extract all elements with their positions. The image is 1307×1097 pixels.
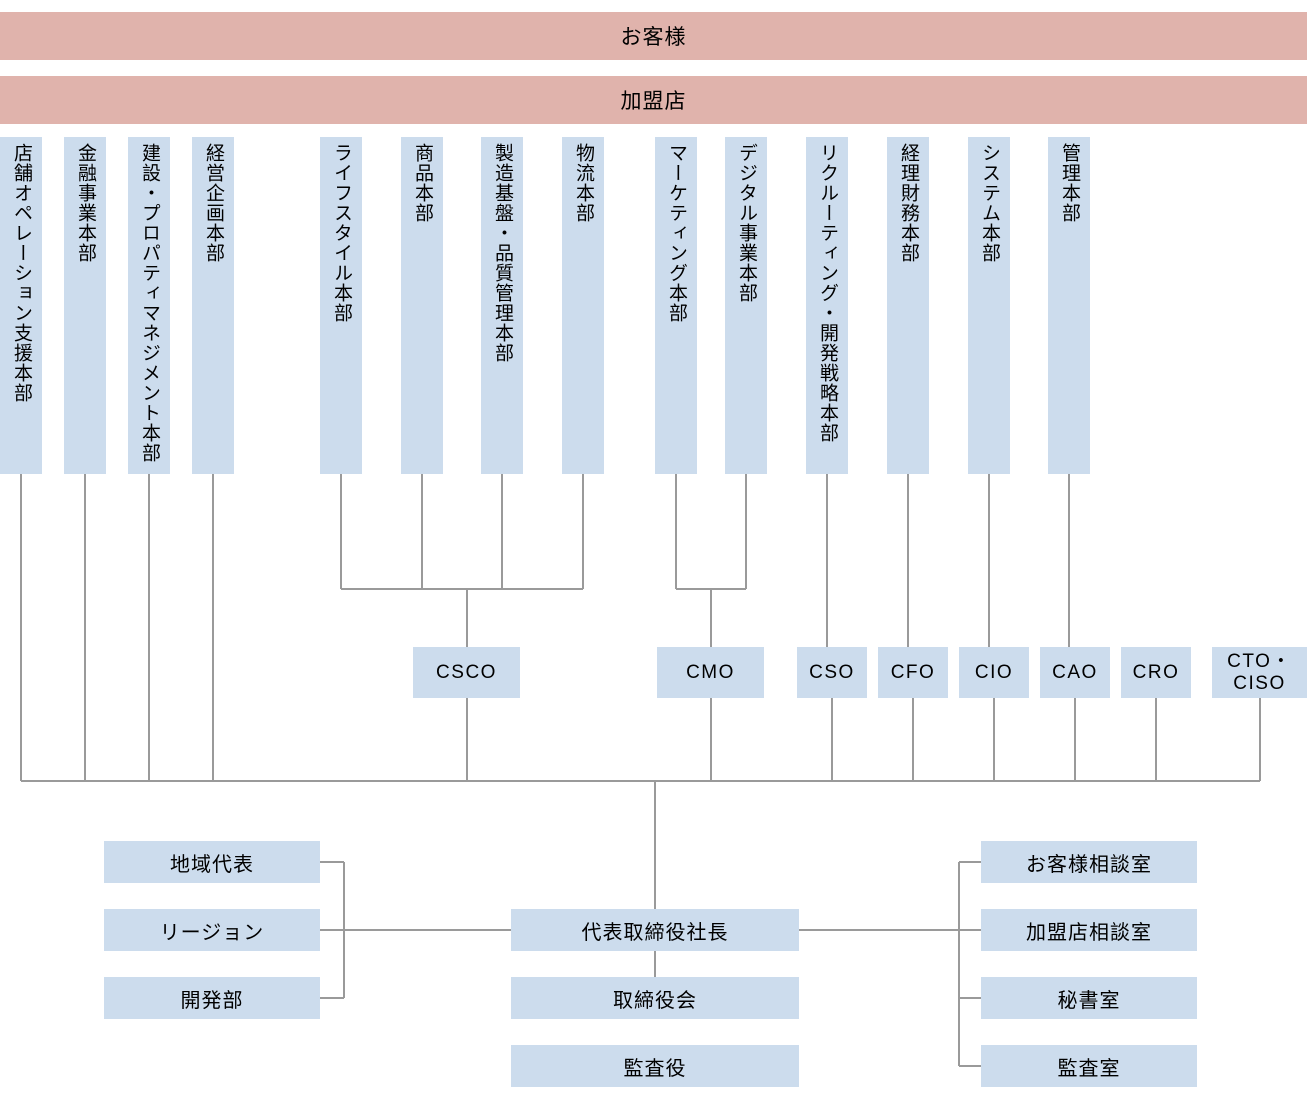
president-board-line <box>654 951 656 977</box>
officer-box[interactable]: CSCO <box>413 647 520 698</box>
division-column[interactable]: 製造基盤・品質管理本部 <box>481 137 523 474</box>
left-group-box[interactable]: 地域代表 <box>104 841 320 883</box>
left-group-branch <box>320 997 344 999</box>
division-column[interactable]: 物流本部 <box>562 137 604 474</box>
right-group-branch <box>959 1065 981 1067</box>
csco-branch-line <box>501 474 503 589</box>
division-officer-line <box>988 474 990 647</box>
division-officer-line <box>1068 474 1070 647</box>
officer-bus-line <box>1074 698 1076 781</box>
csco-drop-line <box>466 589 468 647</box>
officer-bus-line <box>912 698 914 781</box>
officer-box[interactable]: CAO <box>1040 647 1110 698</box>
officer-box[interactable]: CSO <box>797 647 867 698</box>
division-bus-line <box>212 474 214 781</box>
banner-franchise: 加盟店 <box>0 76 1307 124</box>
right-group-box[interactable]: 秘書室 <box>981 977 1197 1019</box>
division-column[interactable]: システム本部 <box>968 137 1010 474</box>
officer-bus-line <box>1155 698 1157 781</box>
officer-bus-line <box>993 698 995 781</box>
division-officer-line <box>907 474 909 647</box>
csco-branch-line <box>582 474 584 589</box>
right-group-branch <box>959 861 981 863</box>
division-column[interactable]: 建設・プロパティマネジメント本部 <box>128 137 170 474</box>
division-column[interactable]: マーケティング本部 <box>655 137 697 474</box>
officer-box[interactable]: CIO <box>959 647 1029 698</box>
left-group-box[interactable]: 開発部 <box>104 977 320 1019</box>
cmo-branch-line <box>675 474 677 589</box>
bus-president-line <box>654 781 656 909</box>
right-group-spine <box>958 862 960 1066</box>
right-group-box[interactable]: 監査室 <box>981 1045 1197 1087</box>
cmo-drop-line <box>710 589 712 647</box>
right-group-box[interactable]: 加盟店相談室 <box>981 909 1197 951</box>
main-bus-line <box>21 780 1260 782</box>
csco-branch-line <box>340 474 342 589</box>
officer-box[interactable]: CMO <box>657 647 764 698</box>
csco-bus-line <box>341 588 583 590</box>
division-column[interactable]: 管理本部 <box>1048 137 1090 474</box>
division-column[interactable]: 経営企画本部 <box>192 137 234 474</box>
officer-bus-line <box>466 698 468 781</box>
csco-branch-line <box>421 474 423 589</box>
division-column[interactable]: 経理財務本部 <box>887 137 929 474</box>
division-column[interactable]: 商品本部 <box>401 137 443 474</box>
division-officer-line <box>826 474 828 647</box>
division-column[interactable]: デジタル事業本部 <box>725 137 767 474</box>
banner-customer: お客様 <box>0 12 1307 60</box>
officer-bus-line <box>1259 698 1261 781</box>
officer-bus-line <box>831 698 833 781</box>
president-to-right-group <box>799 929 959 931</box>
officer-box[interactable]: CRO <box>1121 647 1191 698</box>
officer-bus-line <box>710 698 712 781</box>
officer-box[interactable]: CFO <box>878 647 948 698</box>
right-group-branch <box>959 929 981 931</box>
division-column[interactable]: 金融事業本部 <box>64 137 106 474</box>
division-column[interactable]: リクルーティング・開発戦略本部 <box>806 137 848 474</box>
division-bus-line <box>84 474 86 781</box>
president-box[interactable]: 代表取締役社長 <box>511 909 799 951</box>
officer-box[interactable]: CTO・CISO <box>1212 647 1307 698</box>
division-bus-line <box>20 474 22 781</box>
cmo-branch-line <box>745 474 747 589</box>
left-group-box[interactable]: リージョン <box>104 909 320 951</box>
left-group-to-president <box>320 929 511 931</box>
division-column[interactable]: 店舗オペレーション支援本部 <box>0 137 42 474</box>
division-bus-line <box>148 474 150 781</box>
left-group-branch <box>320 861 344 863</box>
right-group-box[interactable]: お客様相談室 <box>981 841 1197 883</box>
right-group-branch <box>959 997 981 999</box>
center-box[interactable]: 監査役 <box>511 1045 799 1087</box>
division-column[interactable]: ライフスタイル本部 <box>320 137 362 474</box>
center-box[interactable]: 取締役会 <box>511 977 799 1019</box>
